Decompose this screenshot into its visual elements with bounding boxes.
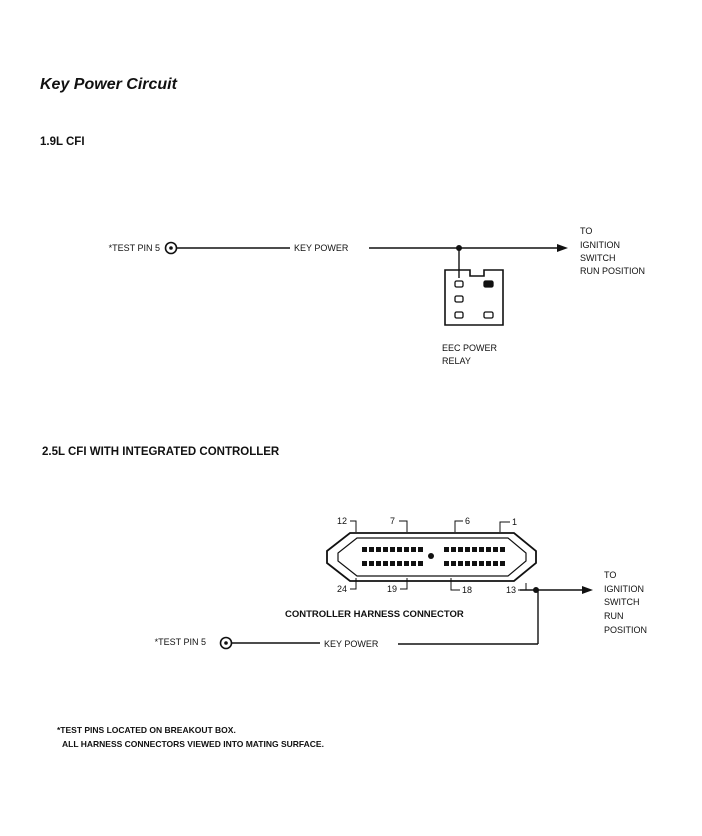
svg-text:SWITCH: SWITCH — [580, 253, 616, 263]
svg-text:RUN: RUN — [604, 611, 624, 621]
svg-text:RUN POSITION: RUN POSITION — [580, 266, 645, 276]
connector-center-key — [428, 553, 434, 559]
svg-text:IGNITION: IGNITION — [604, 584, 644, 594]
footnote-connectors: ALL HARNESS CONNECTORS VIEWED INTO MATIN… — [62, 739, 324, 749]
connector-pin — [369, 561, 374, 566]
connector-pin — [465, 547, 470, 552]
connector-pin — [376, 561, 381, 566]
connector-pin-cavities — [362, 547, 505, 566]
section2-heading: 2.5L CFI WITH INTEGRATED CONTROLLER — [42, 446, 280, 458]
eec-power-relay-connector — [444, 269, 504, 326]
destination-label: TO IGNITION SWITCH RUN POSITION — [604, 570, 647, 635]
connector-pin — [444, 547, 449, 552]
connector-pin — [390, 561, 395, 566]
connector-pin — [500, 547, 505, 552]
connector-pin — [418, 561, 423, 566]
connector-pin — [486, 547, 491, 552]
test-pin-terminal-icon — [219, 636, 233, 650]
svg-text:SWITCH: SWITCH — [604, 597, 640, 607]
svg-text:EEC POWER: EEC POWER — [442, 343, 498, 353]
pin-number-1: 1 — [512, 517, 517, 527]
connector-pin — [500, 561, 505, 566]
connector-pin — [472, 561, 477, 566]
page-title: Key Power Circuit — [40, 76, 178, 93]
connector-pin — [397, 561, 402, 566]
connector-pin — [472, 547, 477, 552]
connector-pin — [418, 547, 423, 552]
section2-test-pin-label: *TEST PIN 5 — [155, 637, 206, 647]
section1-wire-label: KEY POWER — [294, 243, 349, 253]
connector-pin — [444, 561, 449, 566]
pin-leader-lines — [350, 520, 527, 591]
connector-pin — [404, 547, 409, 552]
svg-text:IGNITION: IGNITION — [580, 240, 620, 250]
connector-pin — [479, 547, 484, 552]
connector-pin — [493, 561, 498, 566]
connector-pin — [465, 561, 470, 566]
footnote-test-pins: *TEST PINS LOCATED ON BREAKOUT BOX. — [57, 725, 236, 735]
pin-number-7: 7 — [390, 516, 395, 526]
connector-pin — [411, 561, 416, 566]
svg-text:TO: TO — [580, 226, 592, 236]
connector-pin — [362, 547, 367, 552]
section-2-5l-cfi: 2.5L CFI WITH INTEGRATED CONTROLLER 12 7… — [42, 446, 647, 650]
section1-test-pin-label: *TEST PIN 5 — [109, 243, 160, 253]
connector-pin — [362, 561, 367, 566]
section-1-9l-cfi: 1.9L CFI *TEST PIN 5 KEY POWER TO IGNITI… — [40, 136, 645, 366]
connector-pin — [383, 547, 388, 552]
connector-pin — [369, 547, 374, 552]
relay-label: EEC POWER RELAY — [442, 343, 498, 366]
section1-heading: 1.9L CFI — [40, 136, 85, 148]
connector-pin — [397, 547, 402, 552]
pin-number-13: 13 — [506, 585, 516, 595]
pin-number-6: 6 — [465, 516, 470, 526]
connector-pin — [390, 547, 395, 552]
footnotes: *TEST PINS LOCATED ON BREAKOUT BOX. ALL … — [57, 725, 324, 749]
connector-label: CONTROLLER HARNESS CONNECTOR — [285, 609, 464, 620]
connector-pin — [404, 561, 409, 566]
svg-text:POSITION: POSITION — [604, 625, 647, 635]
svg-text:RELAY: RELAY — [442, 356, 471, 366]
pin-number-12: 12 — [337, 516, 347, 526]
connector-pin — [411, 547, 416, 552]
section2-wire-label: KEY POWER — [324, 639, 379, 649]
connector-pin — [376, 547, 381, 552]
connector-pin — [479, 561, 484, 566]
connector-pin — [451, 547, 456, 552]
connector-pin — [458, 561, 463, 566]
connector-pin — [486, 561, 491, 566]
test-pin-terminal-icon — [164, 241, 178, 255]
pin-number-18: 18 — [462, 585, 472, 595]
pin-number-19: 19 — [387, 584, 397, 594]
connector-pin — [451, 561, 456, 566]
connector-pin — [458, 547, 463, 552]
destination-label: TO IGNITION SWITCH RUN POSITION — [580, 226, 645, 276]
arrow-right-icon — [557, 244, 568, 252]
arrow-right-icon — [582, 586, 593, 594]
connector-pin — [493, 547, 498, 552]
svg-text:TO: TO — [604, 570, 616, 580]
pin-number-24: 24 — [337, 584, 347, 594]
controller-harness-connector — [326, 532, 537, 582]
connector-pin — [383, 561, 388, 566]
